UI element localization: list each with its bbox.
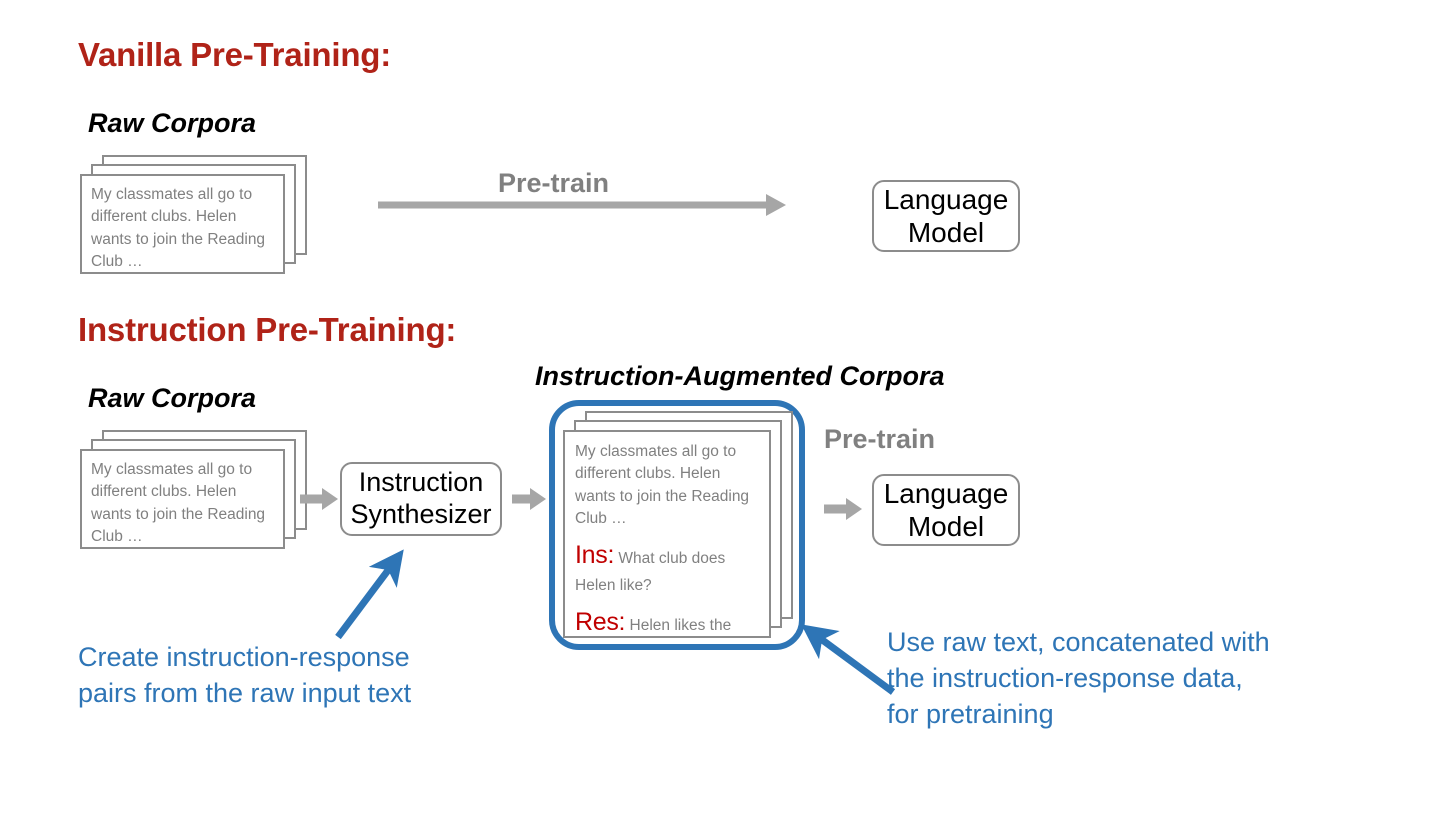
arrow-shaft xyxy=(300,494,324,504)
res-text: Helen likes the reading club. xyxy=(629,616,732,634)
callout-right-text: Use raw text, concatenated with the inst… xyxy=(887,625,1270,733)
instruction-section-title: Instruction Pre-Training: xyxy=(78,311,457,348)
arrow-shaft xyxy=(824,504,848,514)
vanilla-language-model-box: Language Model xyxy=(872,180,1020,252)
vanilla-model-line-1: Language xyxy=(883,183,1009,215)
callout-right-line-2: the instruction-response data, xyxy=(887,662,1243,693)
instruction-model-line-1: Language xyxy=(883,477,1009,509)
instruction-model-line-2: Model xyxy=(907,511,985,542)
augmented-card-content: My classmates all go to different clubs.… xyxy=(565,432,769,636)
arrow-head xyxy=(530,488,546,510)
vanilla-model-line-2: Model xyxy=(907,217,985,248)
callout-left-text: Create instruction-response pairs from t… xyxy=(78,640,411,712)
vanilla-pretrain-arrow xyxy=(378,194,786,216)
arrow-head xyxy=(766,194,786,216)
instruction-raw-card-text: My classmates all go to different clubs.… xyxy=(91,461,266,546)
vanilla-section-title: Vanilla Pre-Training: xyxy=(78,36,392,73)
augmented-instruction-line: Ins: What club does Helen like? xyxy=(575,537,759,598)
vanilla-raw-card-text: My classmates all go to different clubs.… xyxy=(91,186,266,271)
vanilla-raw-corpora-label: Raw Corpora xyxy=(88,108,257,138)
callout-arrow-left xyxy=(335,549,404,640)
card-sheet-front: My classmates all go to different clubs.… xyxy=(80,174,285,274)
vanilla-raw-corpora-card-stack: My classmates all go to different clubs.… xyxy=(80,155,315,280)
arrow-shaft xyxy=(378,201,770,209)
arrow-head xyxy=(322,488,338,510)
augmented-corpora-card-stack: My classmates all go to different clubs.… xyxy=(563,411,799,643)
instruction-language-model-box: Language Model xyxy=(872,474,1020,546)
callout-right-line-3: for pretraining xyxy=(887,698,1054,729)
instruction-raw-corpora-label: Raw Corpora xyxy=(88,383,257,413)
instruction-synthesizer-box: Instruction Synthesizer xyxy=(340,462,502,536)
instruction-raw-corpora-card-stack: My classmates all go to different clubs.… xyxy=(80,430,315,560)
arrow-synthesizer-to-augmented xyxy=(512,487,546,511)
ins-tag: Ins: xyxy=(575,540,615,569)
ins-text: What club does Helen like? xyxy=(575,549,726,595)
synthesizer-line-1: Instruction xyxy=(358,467,484,498)
vanilla-pretrain-label: Pre-train xyxy=(498,168,610,198)
synthesizer-line-2: Synthesizer xyxy=(350,499,492,529)
arrow-raw-to-synthesizer xyxy=(300,487,338,511)
callout-right-line-1: Use raw text, concatenated with xyxy=(887,627,1270,657)
res-tag: Res: xyxy=(575,607,626,636)
augmented-raw-text: My classmates all go to different clubs.… xyxy=(575,443,750,528)
augmented-corpora-label: Instruction-Augmented Corpora xyxy=(535,361,945,391)
callout-left-line-1: Create instruction-response xyxy=(78,642,410,672)
card-sheet-front: My classmates all go to different clubs.… xyxy=(80,449,285,549)
card-sheet-front: My classmates all go to different clubs.… xyxy=(563,430,771,638)
arrow-shaft xyxy=(512,494,532,504)
callout-left-line-2: pairs from the raw input text xyxy=(78,677,412,708)
instruction-pretrain-label: Pre-train xyxy=(824,424,936,454)
arrow-head xyxy=(846,498,862,520)
callout-arrow-right xyxy=(801,624,896,695)
arrow-augmented-to-model xyxy=(824,497,862,521)
augmented-response-line: Res: Helen likes the reading club. xyxy=(575,604,759,636)
augmented-corpora-highlight-box xyxy=(549,400,805,650)
